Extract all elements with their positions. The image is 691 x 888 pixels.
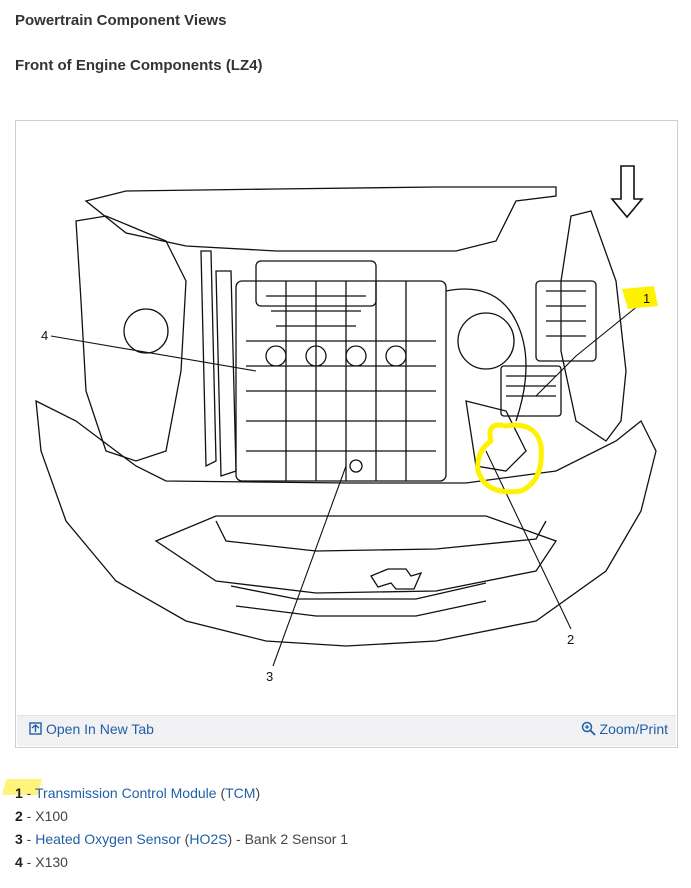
- legend-text: X100: [35, 808, 68, 824]
- tcm-link[interactable]: Transmission Control Module: [35, 785, 217, 801]
- paren-open: (: [180, 831, 190, 847]
- component-legend: 1 - Transmission Control Module (TCM) 2 …: [15, 782, 348, 874]
- zoom-print-label: Zoom/Print: [599, 721, 668, 737]
- open-in-new-tab-label: Open In New Tab: [46, 721, 154, 737]
- front-direction-arrow-icon: [610, 165, 644, 219]
- section-subtitle: Front of Engine Components (LZ4): [15, 57, 263, 74]
- legend-item: 2 - X100: [15, 805, 348, 828]
- callout-4: 4: [41, 328, 48, 343]
- legend-separator: -: [22, 808, 36, 824]
- open-in-new-tab-link[interactable]: Open In New Tab: [29, 721, 154, 738]
- legend-number: 2: [15, 808, 23, 824]
- figure-toolbar: Open In New Tab Zoom/Print: [17, 715, 676, 746]
- legend-item: 3 - Heated Oxygen Sensor (HO2S) - Bank 2…: [15, 828, 348, 851]
- paren-open: (: [216, 785, 226, 801]
- paren-close: ): [255, 785, 261, 801]
- legend-suffix: - Bank 2 Sensor 1: [232, 831, 349, 847]
- external-tab-icon: [29, 722, 42, 738]
- legend-separator: -: [22, 831, 36, 847]
- callout-3: 3: [266, 669, 273, 684]
- ho2s-abbr-link[interactable]: HO2S: [189, 831, 228, 847]
- legend-separator: -: [22, 854, 36, 870]
- tcm-abbr-link[interactable]: TCM: [225, 785, 256, 801]
- engine-bay-illustration: 1 2 3 4: [35, 165, 658, 684]
- callout-1: 1: [643, 291, 650, 306]
- ho2s-link[interactable]: Heated Oxygen Sensor: [35, 831, 181, 847]
- legend-number: 4: [15, 854, 23, 870]
- paren-close: ): [227, 831, 233, 847]
- legend-separator: -: [22, 785, 35, 801]
- legend-text: X130: [35, 854, 68, 870]
- zoom-print-link[interactable]: Zoom/Print: [581, 721, 668, 739]
- legend-number: 3: [15, 831, 23, 847]
- magnifier-plus-icon: [581, 721, 596, 739]
- legend-item: 4 - X130: [15, 851, 348, 874]
- component-diagram: 1 2 3 4 Open In New Tab Zoom/Print: [15, 120, 678, 748]
- legend-number: 1: [15, 785, 23, 801]
- legend-item: 1 - Transmission Control Module (TCM): [15, 782, 348, 805]
- callout-2: 2: [567, 632, 574, 647]
- page-title: Powertrain Component Views: [15, 12, 227, 29]
